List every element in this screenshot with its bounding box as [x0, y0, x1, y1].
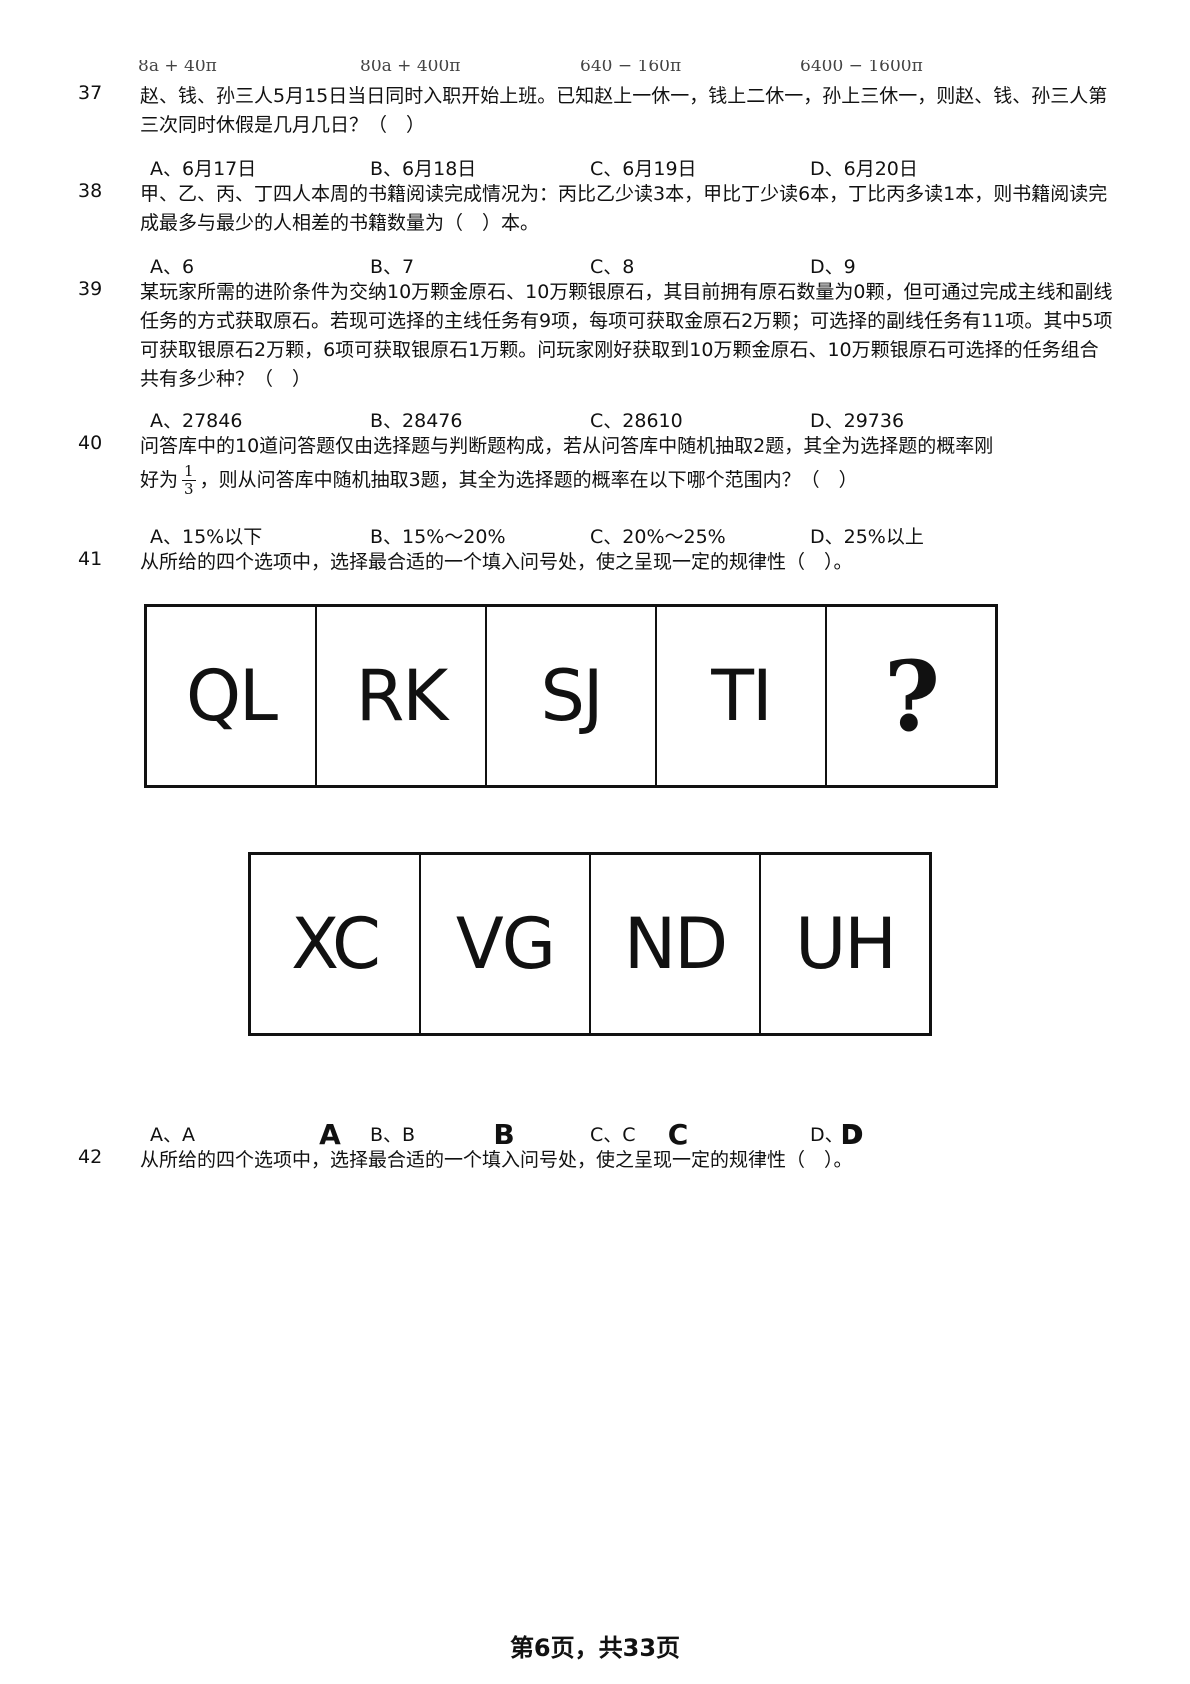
- question-number: 42: [78, 1146, 103, 1168]
- option-c[interactable]: C、20%～25%: [590, 526, 726, 548]
- choice-label-a: A: [319, 1118, 341, 1151]
- question-text-pre: 好为: [140, 469, 179, 491]
- choice-cell-b: VG: [421, 855, 591, 1033]
- option-d[interactable]: D、25%以上: [810, 526, 924, 548]
- question-40-options: A、15%以下 B、15%～20% C、20%～25% D、25%以上: [150, 522, 1110, 548]
- fraction-numerator: 1: [182, 462, 196, 481]
- question-number: 38: [78, 180, 103, 202]
- option-d[interactable]: D、6月20日: [810, 158, 918, 180]
- option-a[interactable]: A、A: [150, 1124, 195, 1146]
- option-b[interactable]: B、15%～20%: [370, 526, 506, 548]
- choice-cell-c: ND: [591, 855, 761, 1033]
- option-a[interactable]: A、6: [150, 256, 195, 278]
- question-text-post: ，则从问答库中随机抽取3题，其全为选择题的概率在以下哪个范围内？（ ）: [199, 469, 858, 491]
- sequence-cell: RK: [317, 607, 487, 785]
- question-text-line1: 问答库中的10道问答题仅由选择题与判断题构成，若从问答库中随机抽取2题，其全为选…: [140, 435, 994, 457]
- option-b[interactable]: B、7: [370, 256, 415, 278]
- previous-options-cutoff: 8a + 40π 80a + 400π 640 − 160π 6400 − 16…: [138, 60, 1018, 82]
- question-mark-cell: ?: [883, 639, 940, 753]
- option-b[interactable]: B、B: [370, 1124, 416, 1146]
- question-41-options: A、A B、B C、C D、D: [150, 1120, 1110, 1146]
- question-number: 39: [78, 278, 103, 300]
- choice-cell-a: XC: [251, 855, 421, 1033]
- question-text: 从所给的四个选项中，选择最合适的一个填入问号处，使之呈现一定的规律性（ ）。: [140, 1149, 853, 1171]
- option-a[interactable]: A、6月17日: [150, 158, 257, 180]
- sequence-cell: TI: [657, 607, 827, 785]
- question-text: 某玩家所需的进阶条件为交纳10万颗金原石、10万颗银原石，其目前拥有原石数量为0…: [140, 281, 1113, 390]
- option-a[interactable]: A、15%以下: [150, 526, 263, 548]
- question-37-options: A、6月17日 B、6月18日 C、6月19日 D、6月20日: [150, 154, 1110, 180]
- option-b[interactable]: B、28476: [370, 410, 463, 432]
- option-b[interactable]: B、6月18日: [370, 158, 477, 180]
- question-text: 甲、乙、丙、丁四人本周的书籍阅读完成情况为：丙比乙少读3本，甲比丁少读6本，丁比…: [140, 183, 1108, 234]
- question-text: 从所给的四个选项中，选择最合适的一个填入问号处，使之呈现一定的规律性（ ）。: [140, 551, 853, 573]
- option-d[interactable]: D、9: [810, 256, 856, 278]
- question-text: 问答库中的10道问答题仅由选择题与判断题构成，若从问答库中随机抽取2题，其全为选…: [140, 432, 1115, 498]
- option-c[interactable]: C、C: [590, 1124, 636, 1146]
- question-38-options: A、6 B、7 C、8 D、9: [150, 252, 1110, 278]
- choice-cell-d: UH: [795, 903, 897, 985]
- sequence-cell: SJ: [487, 607, 657, 785]
- choice-label-c: C: [667, 1118, 689, 1151]
- sequence-figure: QL RK SJ TI ?: [144, 604, 998, 788]
- fraction-denominator: 3: [184, 480, 194, 498]
- question-text: 赵、钱、孙三人5月15日当日同时入职开始上班。已知赵上一休一，钱上二休一，孙上三…: [140, 85, 1108, 136]
- choice-label-d: D: [840, 1118, 864, 1151]
- page-footer: 第6页，共33页: [509, 1634, 681, 1662]
- option-d[interactable]: D、29736: [810, 410, 905, 432]
- sequence-cell: QL: [147, 607, 317, 785]
- question-number: 40: [78, 432, 103, 454]
- question-number: 41: [78, 548, 103, 570]
- choices-figure: XC VG ND UH: [248, 852, 932, 1036]
- cutoff-option-d: 6400 − 1600π: [800, 60, 923, 76]
- option-d[interactable]: D、D: [810, 1124, 859, 1146]
- cutoff-option-c: 640 − 160π: [580, 60, 682, 76]
- option-c[interactable]: C、6月19日: [590, 158, 697, 180]
- question-number: 37: [78, 82, 103, 104]
- choice-label-b: B: [493, 1118, 515, 1151]
- cutoff-option-b: 80a + 400π: [360, 60, 461, 76]
- option-c[interactable]: C、8: [590, 256, 635, 278]
- cutoff-option-a: 8a + 40π: [138, 60, 217, 76]
- option-a[interactable]: A、27846: [150, 410, 243, 432]
- option-c[interactable]: C、28610: [590, 410, 683, 432]
- question-39-options: A、27846 B、28476 C、28610 D、29736: [150, 406, 1110, 432]
